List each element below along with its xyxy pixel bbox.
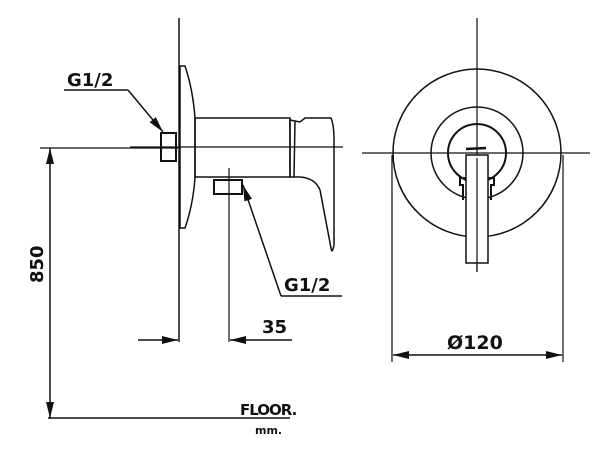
top-inlet-nut: [160, 132, 177, 162]
front-view: [362, 18, 590, 362]
label-inlet-top: G1/2: [67, 70, 113, 91]
side-view: [40, 18, 343, 419]
label-units: mm.: [255, 424, 282, 437]
handle-joint: [293, 120, 296, 178]
label-height-850: 850: [27, 245, 48, 283]
leader-top: [127, 89, 164, 133]
handle-clip-left: [459, 177, 466, 200]
leader-bottom: [242, 184, 282, 297]
handle: [289, 117, 335, 252]
bottom-inlet-nut: [213, 179, 243, 195]
label-diameter: Ø120: [447, 332, 503, 354]
escutcheon-plate: [179, 65, 196, 229]
label-offset-35: 35: [262, 317, 287, 338]
label-inlet-bottom: G1/2: [284, 275, 330, 296]
handle-clip-right: [488, 177, 495, 200]
brand-mark-icon: [465, 146, 487, 151]
label-floor: FLOOR.: [240, 401, 297, 419]
